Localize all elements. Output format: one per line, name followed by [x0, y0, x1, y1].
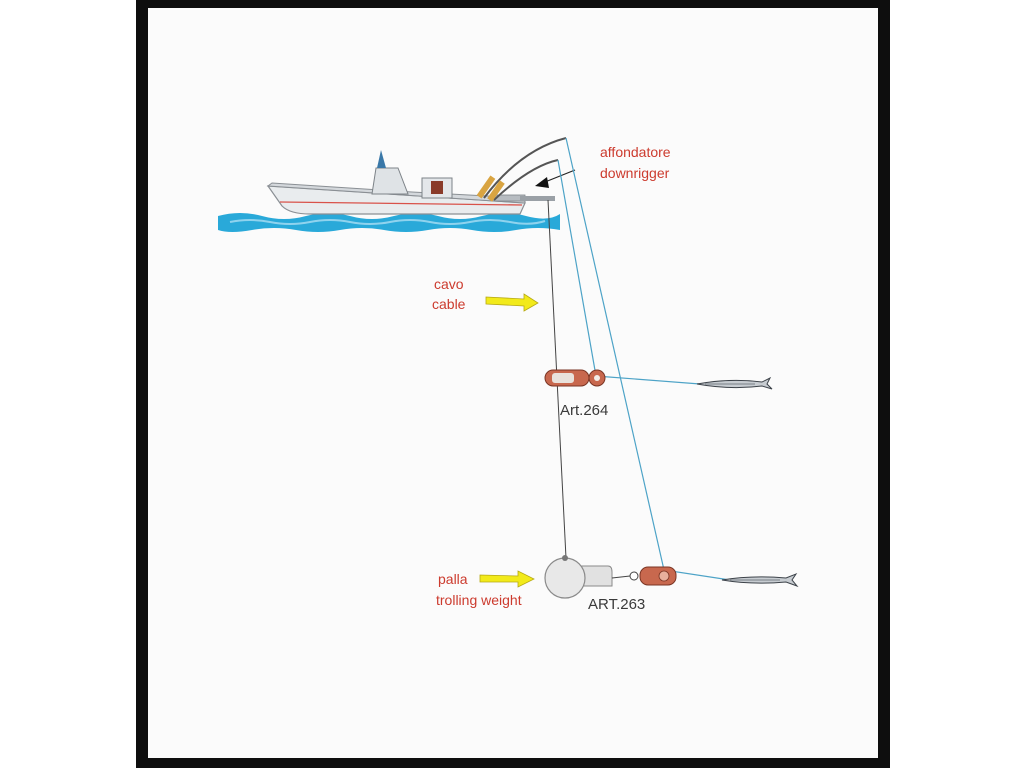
frame-border-right [878, 0, 890, 768]
frame-border-top [136, 0, 890, 8]
downrigger-label-it: affondatore [600, 144, 671, 160]
cable-arrow [485, 293, 539, 312]
bait-fish-upper [696, 376, 773, 390]
cable-and-lines [547, 137, 731, 581]
boat [266, 150, 555, 215]
weight-label-it: palla [438, 571, 468, 587]
cable-label-en: cable [432, 296, 466, 312]
downrigger-label-en: downrigger [600, 165, 670, 181]
release-clip-lower [611, 566, 677, 586]
weight-arrow [479, 570, 535, 588]
release-lower-label: ART.263 [588, 596, 645, 613]
bait-fish-lower [721, 572, 799, 588]
downrigger-pointer [535, 169, 576, 188]
fishing-line-lower [565, 137, 731, 581]
trolling-weight [544, 555, 613, 599]
cable-label-it: cavo [434, 276, 464, 292]
release-clip-upper [544, 369, 606, 387]
water-surface [218, 213, 560, 232]
frame-border-left [136, 0, 148, 768]
release-upper-label: Art.264 [560, 402, 608, 419]
fishing-rods [476, 137, 567, 202]
weight-label-en: trolling weight [436, 592, 522, 608]
fishing-line-upper [557, 159, 701, 385]
frame-border-bottom [136, 758, 890, 768]
